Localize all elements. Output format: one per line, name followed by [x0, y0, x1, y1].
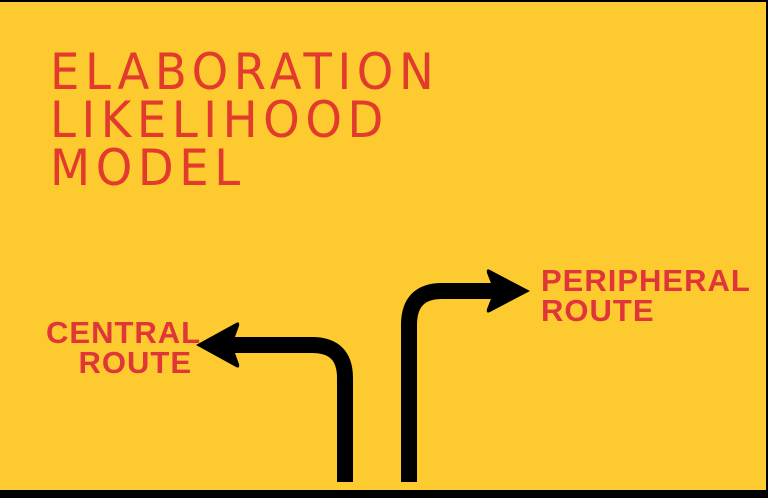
central-route-line-1: Central [46, 315, 202, 350]
title-line-3: MODEL [50, 139, 246, 197]
central-route-line-2: Route [78, 345, 192, 380]
diagram-canvas: ELABORATION LIKELIHOOD MODEL Central Rou… [0, 2, 766, 490]
peripheral-route-line-2: Route [541, 293, 655, 328]
title-line-1: ELABORATION [50, 43, 440, 101]
peripheral-route-label: Peripheral Route [541, 263, 751, 328]
turn-left-arrow-icon [196, 322, 353, 482]
title-line-2: LIKELIHOOD [50, 91, 389, 149]
central-route-label: Central Route [46, 315, 202, 380]
turn-right-arrow-icon [401, 269, 530, 482]
peripheral-route-line-1: Peripheral [541, 263, 751, 298]
diagram-title: ELABORATION LIKELIHOOD MODEL [50, 43, 469, 197]
